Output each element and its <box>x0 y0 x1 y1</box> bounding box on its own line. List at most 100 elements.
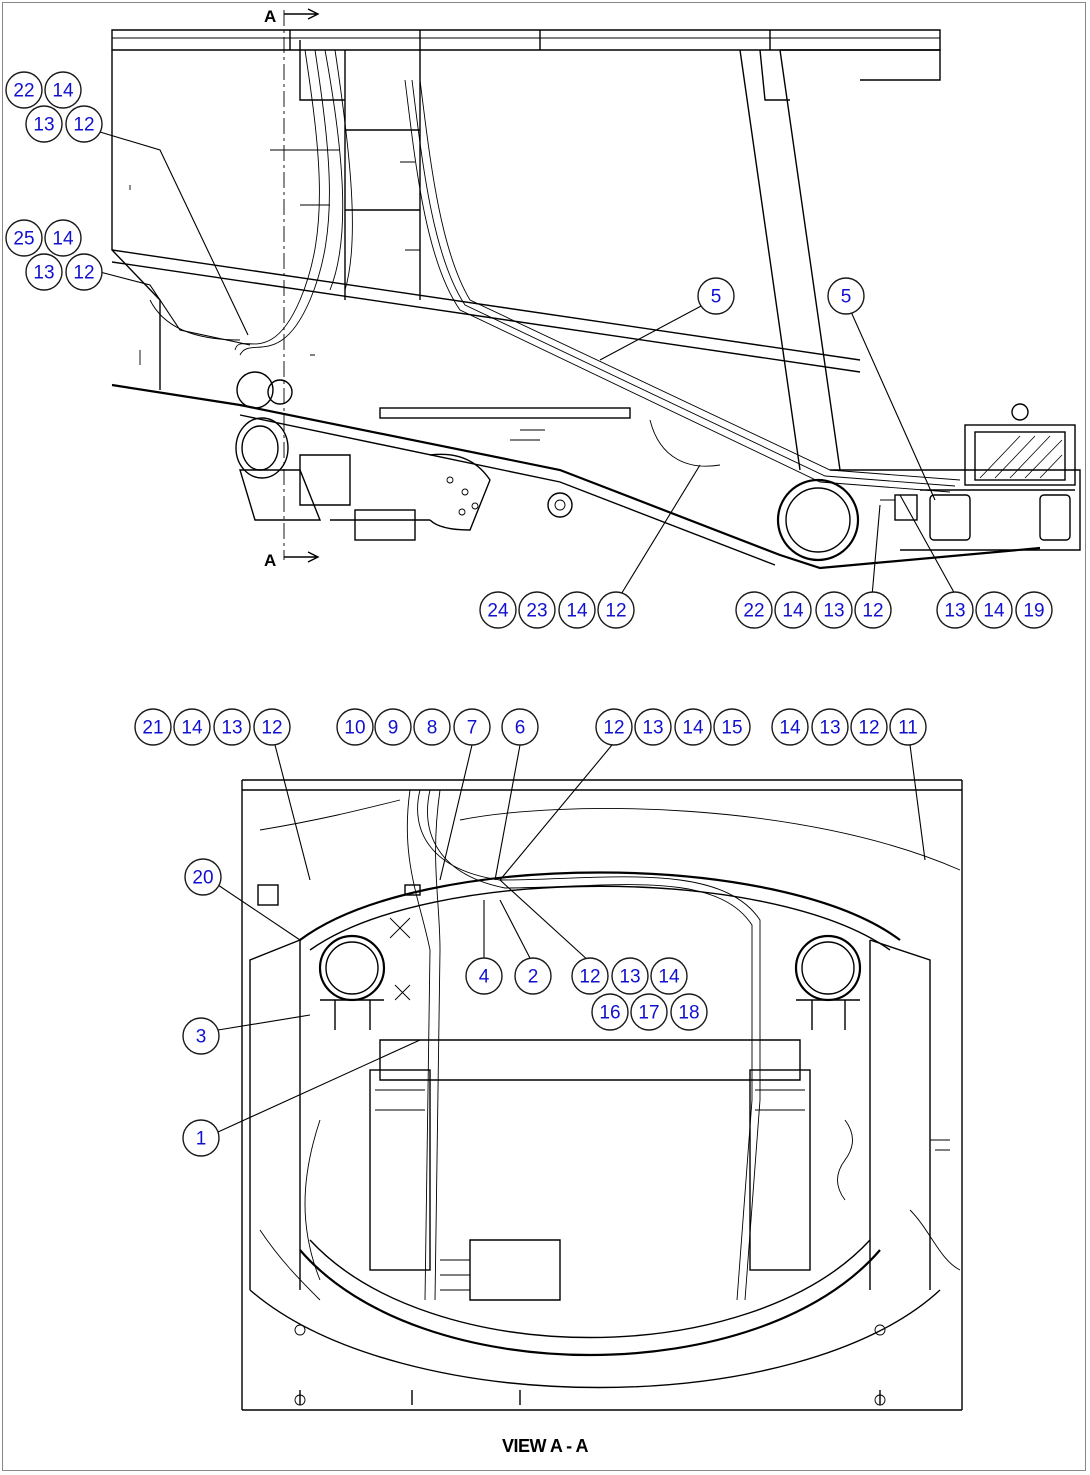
view-caption: VIEW A - A <box>502 1436 589 1456</box>
callout-number: 12 <box>261 718 282 739</box>
callout-number: 6 <box>515 718 526 739</box>
callout-number: 12 <box>73 263 94 284</box>
callout-number: 16 <box>599 1003 620 1024</box>
section-mark-top: A <box>264 7 276 26</box>
upper-harness <box>149 49 961 493</box>
callout-number: 13 <box>819 718 840 739</box>
callout-24: 24 <box>479 591 517 629</box>
callout-number: 23 <box>526 601 547 622</box>
callout-number: 19 <box>1023 601 1044 622</box>
callout-number: 5 <box>711 287 722 308</box>
callout-number: 18 <box>678 1003 699 1024</box>
callout-number: 14 <box>983 601 1005 622</box>
callout-14: 14 <box>44 219 82 257</box>
callout-13: 13 <box>634 708 672 746</box>
callout-13: 13 <box>611 957 649 995</box>
callout-number: 21 <box>142 718 163 739</box>
callout-number: 15 <box>721 718 742 739</box>
callout-23: 23 <box>518 591 556 629</box>
callout-6: 6 <box>501 708 539 746</box>
upper-view-frame <box>111 8 1081 570</box>
callout-number: 14 <box>566 601 588 622</box>
callout-7: 7 <box>453 708 491 746</box>
callout-14: 14 <box>44 71 82 109</box>
callout-number: 11 <box>898 718 918 739</box>
callout-number: 12 <box>579 967 600 988</box>
callout-15: 15 <box>713 708 751 746</box>
leader-lines <box>99 131 957 1133</box>
callout-9: 9 <box>374 708 412 746</box>
callout-21: 21 <box>134 708 172 746</box>
callout-number: 13 <box>33 263 54 284</box>
callout-12: 12 <box>571 957 609 995</box>
callout-number: 24 <box>487 601 509 622</box>
callout-number: 20 <box>192 868 213 889</box>
callout-19: 19 <box>1015 591 1053 629</box>
callout-8: 8 <box>413 708 451 746</box>
callout-12: 12 <box>850 708 888 746</box>
callout-16: 16 <box>591 993 629 1031</box>
callout-number: 25 <box>13 229 34 250</box>
callout-5: 5 <box>697 277 735 315</box>
callout-number: 1 <box>196 1129 207 1150</box>
callout-number: 12 <box>862 601 883 622</box>
callout-number: 7 <box>467 718 478 739</box>
callout-number: 9 <box>388 718 399 739</box>
callout-25: 25 <box>5 219 43 257</box>
callout-number: 5 <box>841 287 852 308</box>
lower-harness <box>259 789 961 1301</box>
callout-13: 13 <box>25 253 63 291</box>
callout-12: 12 <box>65 105 103 143</box>
callout-13: 13 <box>213 708 251 746</box>
callout-14: 14 <box>674 708 712 746</box>
callout-2: 2 <box>514 957 552 995</box>
callout-number: 4 <box>479 967 490 988</box>
callout-12: 12 <box>253 708 291 746</box>
callout-22: 22 <box>5 71 43 109</box>
callout-3: 3 <box>182 1017 220 1055</box>
callout-number: 12 <box>605 601 626 622</box>
callout-number: 22 <box>13 81 34 102</box>
callout-number: 14 <box>181 718 203 739</box>
callout-13: 13 <box>936 591 974 629</box>
callout-12: 12 <box>597 591 635 629</box>
callout-12: 12 <box>595 708 633 746</box>
callout-number: 14 <box>782 601 804 622</box>
callout-4: 4 <box>465 957 503 995</box>
callout-14: 14 <box>975 591 1013 629</box>
callout-number: 14 <box>658 967 680 988</box>
callout-12: 12 <box>65 253 103 291</box>
callout-18: 18 <box>670 993 708 1031</box>
callout-number: 2 <box>528 967 539 988</box>
callout-17: 17 <box>630 993 668 1031</box>
callout-11: 11 <box>889 708 927 746</box>
callout-number: 8 <box>427 718 438 739</box>
callout-number: 13 <box>619 967 640 988</box>
callout-number: 22 <box>743 601 764 622</box>
callout-number: 10 <box>344 718 365 739</box>
callout-22: 22 <box>735 591 773 629</box>
callout-number: 12 <box>603 718 624 739</box>
callout-number: 17 <box>638 1003 659 1024</box>
callout-number: 3 <box>196 1027 207 1048</box>
callout-number: 13 <box>944 601 965 622</box>
callout-13: 13 <box>25 105 63 143</box>
section-mark-bottom: A <box>264 551 276 570</box>
callout-number: 14 <box>52 229 74 250</box>
callout-1: 1 <box>182 1119 220 1157</box>
callout-14: 14 <box>173 708 211 746</box>
callout-number: 13 <box>642 718 663 739</box>
callout-10: 10 <box>336 708 374 746</box>
callout-number: 13 <box>823 601 844 622</box>
callout-number: 13 <box>221 718 242 739</box>
callout-number: 14 <box>779 718 801 739</box>
callout-13: 13 <box>815 591 853 629</box>
callout-12: 12 <box>854 591 892 629</box>
callout-number: 13 <box>33 115 54 136</box>
callout-13: 13 <box>811 708 849 746</box>
callout-14: 14 <box>650 957 688 995</box>
callout-number: 14 <box>52 81 74 102</box>
callout-20: 20 <box>184 858 222 896</box>
